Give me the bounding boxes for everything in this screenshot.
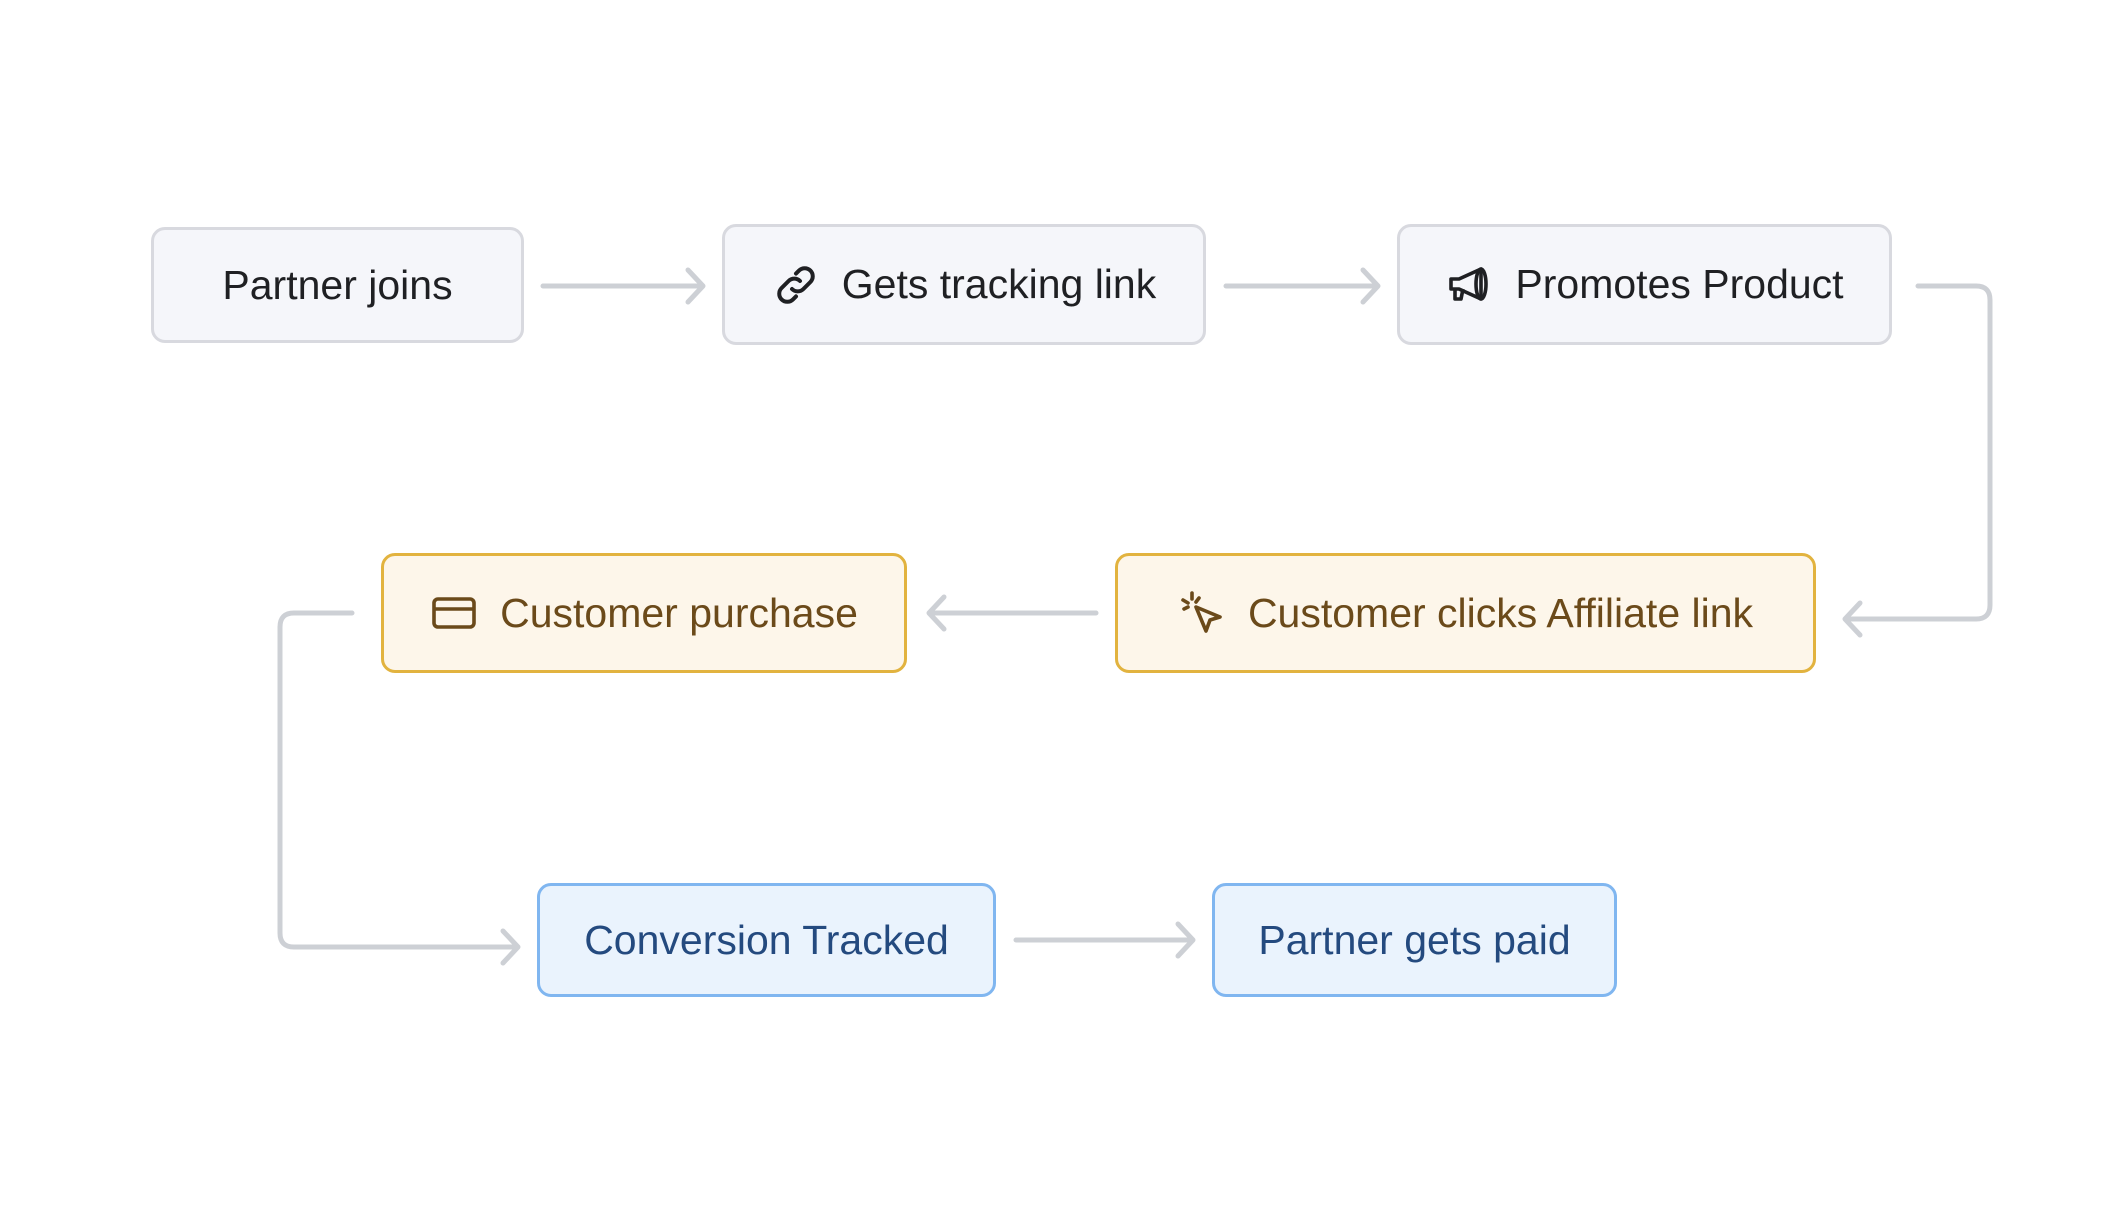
node-label: Conversion Tracked xyxy=(584,916,949,963)
arrow-clicks-to-purchase xyxy=(926,594,1099,632)
arrow-purchase-to-conversion xyxy=(277,610,521,966)
node-label: Promotes Product xyxy=(1515,261,1844,307)
node-customer-clicks: Customer clicks Affiliate link xyxy=(1115,553,1816,673)
node-conversion-tracked: Conversion Tracked xyxy=(537,883,996,997)
arrow-tracking-link-to-promotes xyxy=(1223,267,1381,305)
node-label: Customer purchase xyxy=(500,589,858,636)
cursor-click-icon xyxy=(1178,589,1226,637)
node-label: Customer clicks Affiliate link xyxy=(1247,589,1754,636)
node-promotes-product: Promotes Product xyxy=(1397,224,1892,345)
node-partner-gets-paid: Partner gets paid xyxy=(1212,883,1617,997)
node-partner-joins: Partner joins xyxy=(151,227,524,343)
node-label: Partner gets paid xyxy=(1258,916,1571,963)
arrow-conversion-to-paid xyxy=(1013,921,1196,959)
node-gets-tracking-link: Gets tracking link xyxy=(722,224,1206,345)
arrow-promotes-to-customer-clicks xyxy=(1842,283,1993,638)
megaphone-icon xyxy=(1445,261,1493,309)
node-label: Gets tracking link xyxy=(841,261,1157,307)
node-label: Partner joins xyxy=(222,261,453,308)
credit-card-icon xyxy=(430,589,478,637)
link-icon xyxy=(772,261,820,309)
arrow-partner-joins-to-tracking-link xyxy=(540,267,706,305)
node-customer-purchase: Customer purchase xyxy=(381,553,907,673)
